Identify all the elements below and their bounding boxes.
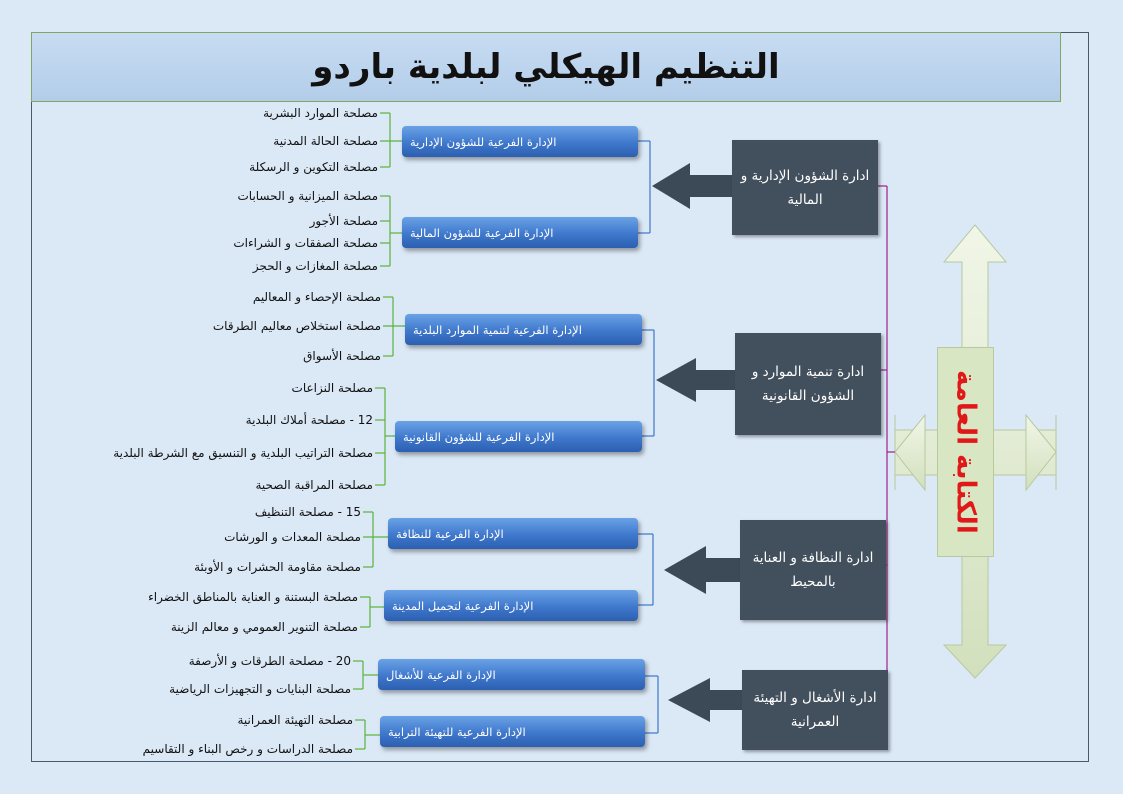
service-item: مصلحة مقاومة الحشرات و الأوبئة [194, 560, 361, 574]
service-item: مصلحة البنايات و التجهيزات الرياضية [169, 682, 351, 696]
service-item: مصلحة التهيئة العمرانية [237, 713, 354, 727]
blue-connectors [638, 140, 659, 734]
general-secretariat-box: الكتابة العامة [937, 347, 994, 557]
service-item: مصلحة الدراسات و رخص البناء و التقاسيم [142, 742, 353, 756]
department-cleanliness-environment: ادارة النظافة و العناية بالمحيط [740, 520, 886, 620]
subdepartment-works: الإدارة الفرعية للأشغال [378, 659, 645, 690]
service-item: مصلحة استخلاص معاليم الطرقات [212, 319, 381, 333]
subdepartment-municipal-resources: الإدارة الفرعية لتنمية الموارد البلدية [405, 314, 642, 345]
department-works-urban-planning: ادارة الأشغال و التهيئة العمرانية [742, 670, 888, 750]
service-item: مصلحة التكوين و الرسكلة [249, 160, 378, 174]
general-secretariat-label: الكتابة العامة [950, 370, 981, 534]
service-item: مصلحة الميزانية و الحسابات [237, 189, 378, 203]
page-title: التنظيم الهيكلي لبلدية باردو [31, 32, 1061, 102]
service-item: مصلحة الإحصاء و المعاليم [252, 290, 381, 304]
magenta-connectors [878, 185, 895, 711]
service-item: مصلحة المعدات و الورشات [224, 530, 361, 544]
service-item: مصلحة البستنة و العناية بالمناطق الخضراء [148, 590, 358, 604]
department-arrows [652, 163, 742, 722]
service-item: مصلحة التنوير العمومي و معالم الزينة [170, 620, 358, 634]
subdepartment-legal: الإدارة الفرعية للشؤون القانونية [395, 421, 642, 452]
subdepartment-city-beautification: الإدارة الفرعية لتجميل المدينة [384, 590, 638, 621]
service-item: مصلحة الموارد البشرية [263, 106, 378, 120]
department-admin-finance: ادارة الشؤون الإدارية و المالية [732, 140, 878, 235]
subdepartment-admin: الإدارة الفرعية للشؤون الإدارية [402, 126, 638, 157]
service-item: 12 - مصلحة أملاك البلدية [245, 413, 373, 427]
service-item: مصلحة المغازات و الحجز [252, 259, 378, 273]
department-resources-legal: ادارة تنمية الموارد و الشؤون القانونية [735, 333, 881, 435]
subdepartment-territorial-planning: الإدارة الفرعية للتهيئة الترابية [380, 716, 645, 747]
service-item: مصلحة الأجور [309, 214, 378, 228]
green-connectors [353, 112, 405, 750]
service-item: 15 - مصلحة التنظيف [254, 505, 361, 519]
subdepartment-finance: الإدارة الفرعية للشؤون المالية [402, 217, 638, 248]
service-item: مصلحة المراقبة الصحية [255, 478, 374, 492]
service-item: مصلحة النزاعات [291, 381, 373, 395]
service-item: مصلحة التراتيب البلدية و التنسيق مع الشر… [113, 446, 373, 460]
service-item: مصلحة الحالة المدنية [273, 134, 378, 148]
service-item: مصلحة الأسواق [303, 349, 381, 363]
service-item: مصلحة الصفقات و الشراءات [233, 236, 378, 250]
subdepartment-cleanliness: الإدارة الفرعية للنظافة [388, 518, 638, 549]
service-item: 20 - مصلحة الطرقات و الأرصفة [188, 654, 351, 668]
